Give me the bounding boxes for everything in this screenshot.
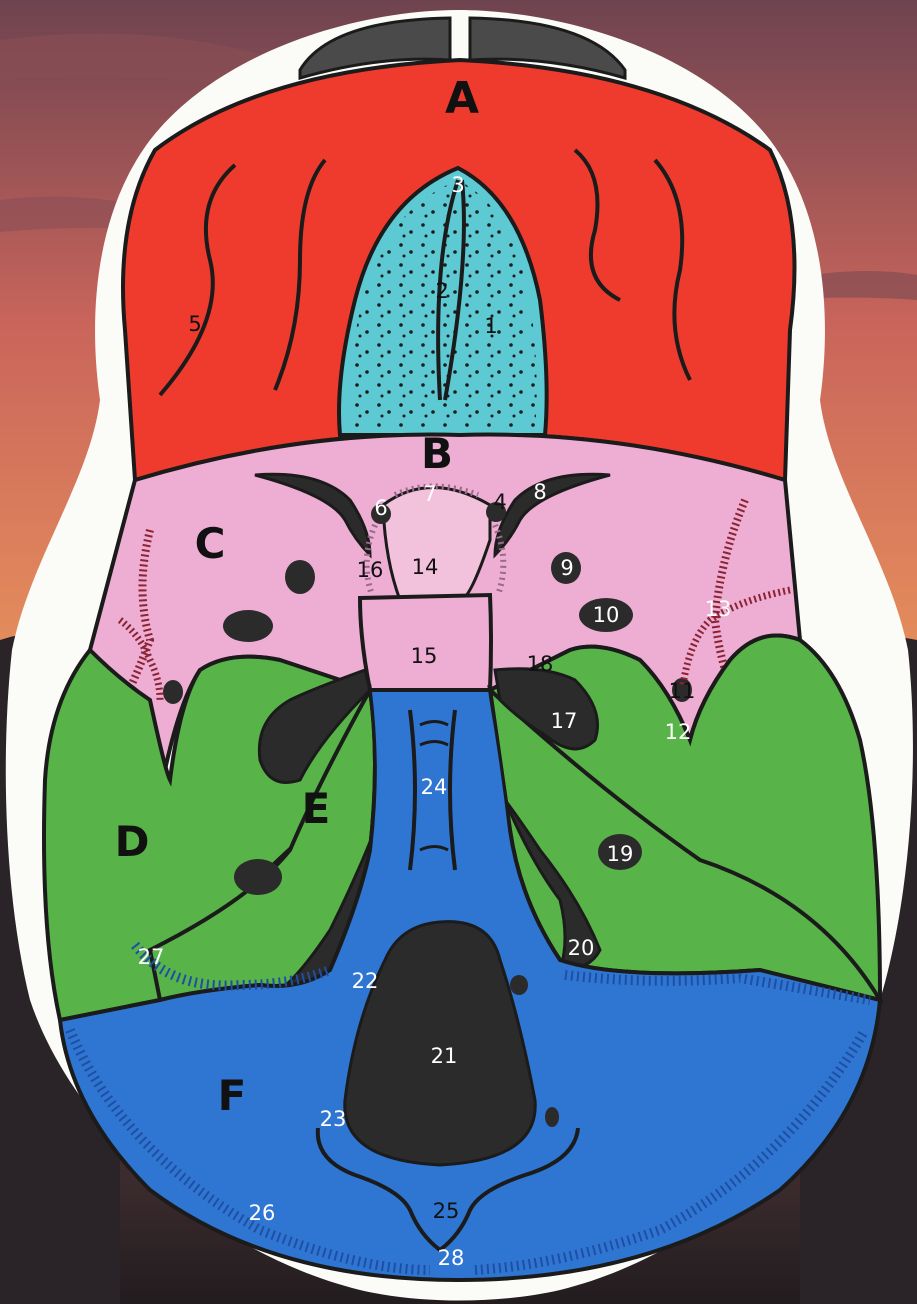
label-11: 11 [669, 679, 696, 703]
label-19: 19 [607, 842, 634, 866]
label-17: 17 [551, 709, 578, 733]
region-label-F: F [218, 1071, 247, 1120]
label-15: 15 [411, 644, 438, 668]
label-2: 2 [435, 279, 448, 303]
foramen-ovale [223, 610, 273, 642]
foramen-rotundum [285, 560, 315, 594]
label-7: 7 [423, 482, 436, 506]
label-28: 28 [438, 1246, 465, 1270]
label-20: 20 [568, 936, 595, 960]
label-13: 13 [705, 597, 732, 621]
label-27: 27 [138, 945, 165, 969]
label-16: 16 [357, 558, 384, 582]
label-10: 10 [593, 603, 620, 627]
region-label-D: D [115, 817, 150, 866]
region-label-C: C [195, 519, 226, 568]
label-12: 12 [665, 720, 692, 744]
label-24: 24 [421, 775, 448, 799]
label-8: 8 [533, 480, 546, 504]
internal-acoustic-meatus [234, 859, 282, 895]
label-5: 5 [188, 312, 201, 336]
label-18: 18 [527, 652, 554, 676]
label-23: 23 [320, 1107, 347, 1131]
hypoglossal-canal [545, 1107, 559, 1127]
clivus [372, 692, 508, 830]
label-22: 22 [352, 969, 379, 993]
label-21: 21 [431, 1044, 458, 1068]
label-6: 6 [374, 496, 387, 520]
region-label-B: B [421, 429, 453, 478]
condylar-canal [510, 975, 528, 995]
foramen-spinosum [163, 680, 183, 704]
dorsum-sellae [360, 595, 491, 690]
label-14: 14 [412, 555, 439, 579]
label-1: 1 [484, 314, 497, 338]
label-4: 4 [493, 490, 506, 514]
region-label-E: E [302, 784, 331, 833]
region-label-A: A [445, 73, 479, 124]
label-25: 25 [433, 1199, 460, 1223]
label-3: 3 [451, 173, 464, 197]
label-9: 9 [560, 556, 573, 580]
label-26: 26 [249, 1201, 276, 1225]
